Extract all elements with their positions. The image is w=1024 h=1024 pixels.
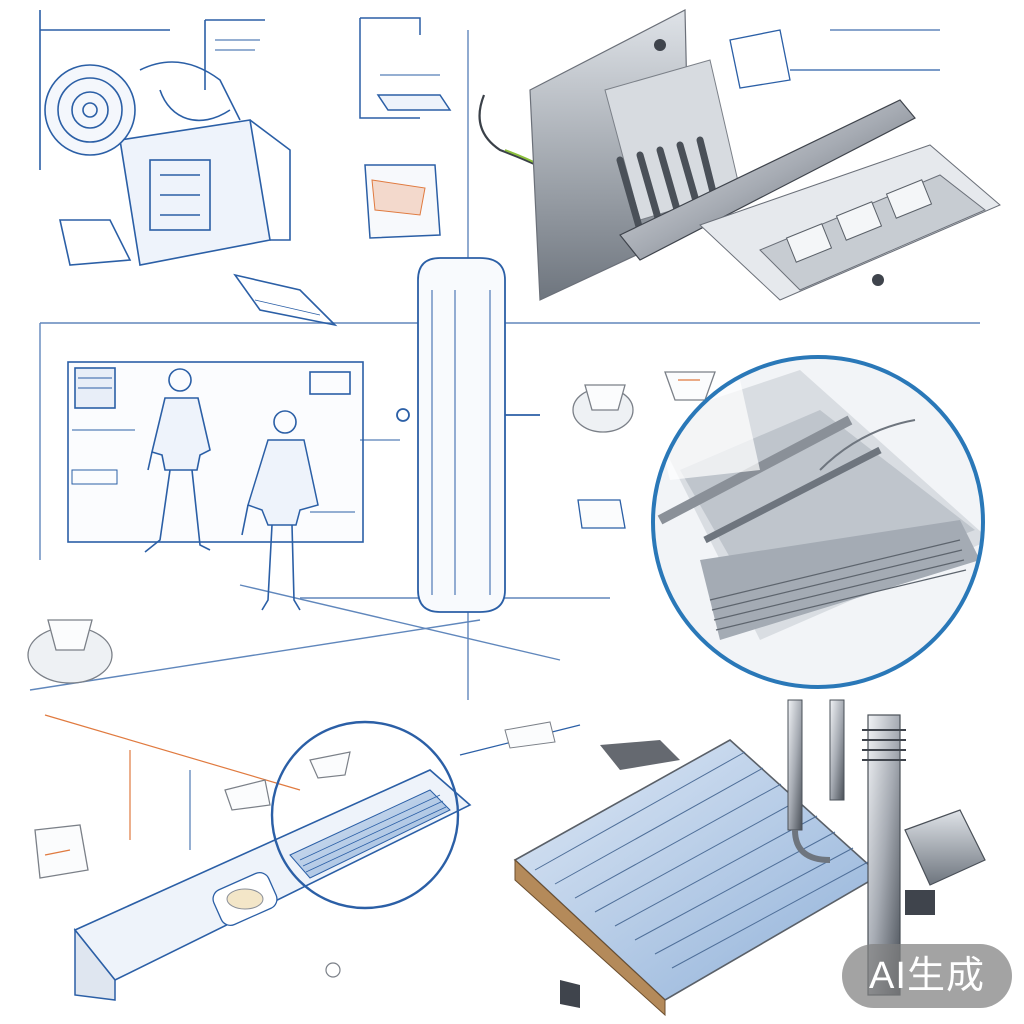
workers-scene [67,361,400,611]
engine-sketch [39,10,338,327]
left-tag-icons [27,619,113,879]
panel-assembly [513,699,986,1017]
vertical-pipe [396,257,540,613]
long-track [44,714,581,1001]
ai-generated-badge: AI生成 [842,944,1012,1008]
bracket-sketch [359,17,575,289]
rail-mount [529,9,1001,301]
small-tag-icons [572,371,716,529]
magnified-rail [651,355,985,689]
